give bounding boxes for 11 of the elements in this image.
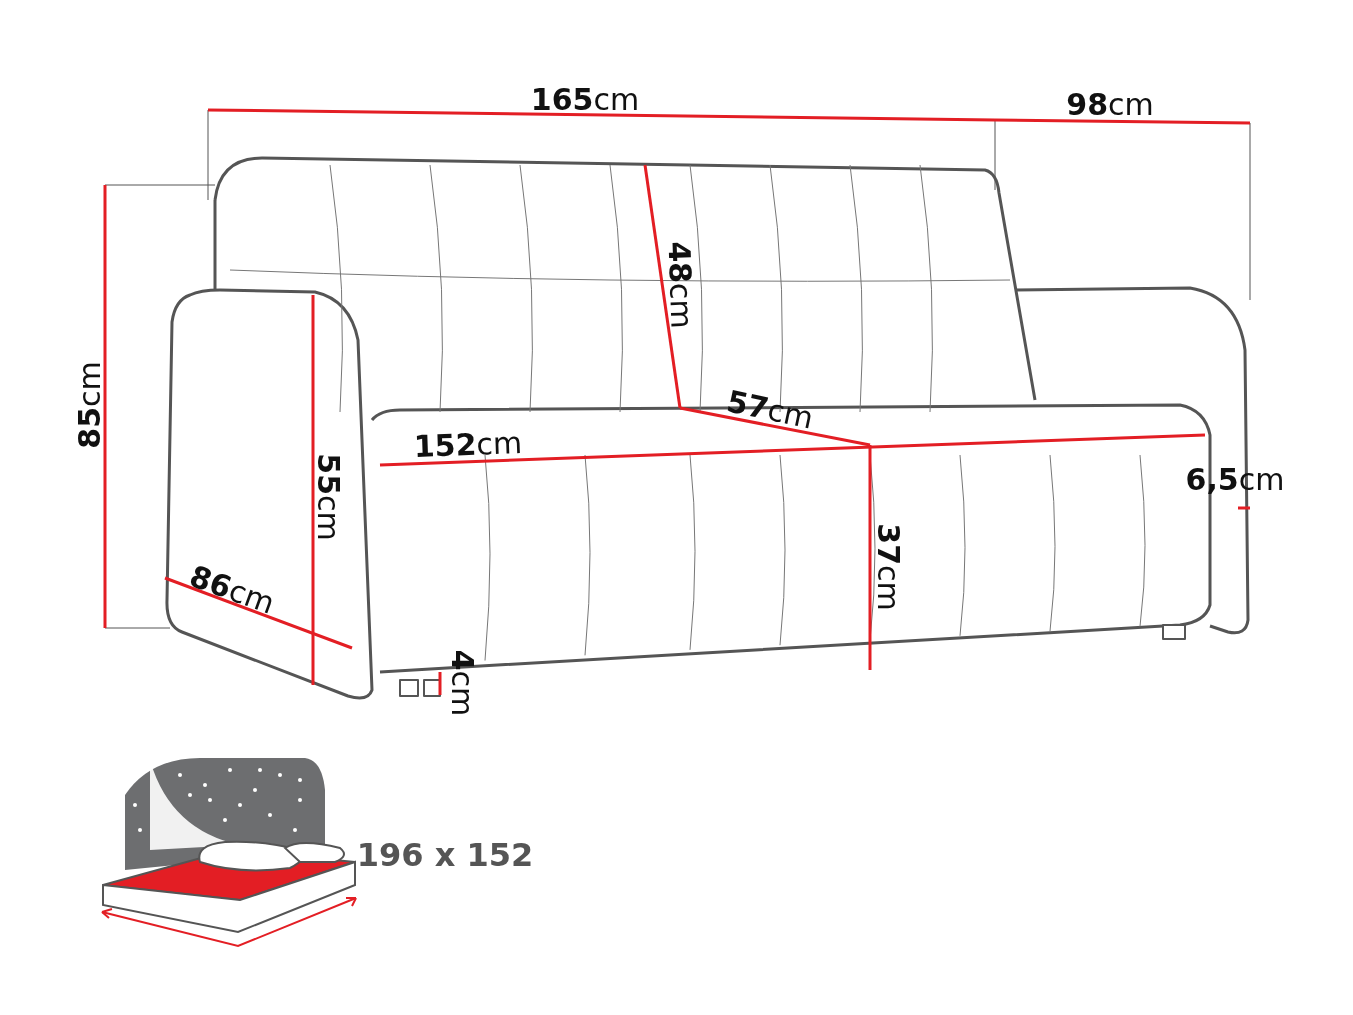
dimension-label: 165cm [530, 85, 640, 115]
dimension-label: 98cm [1066, 90, 1154, 120]
dimension-label: 86cm [185, 560, 279, 620]
dimension-label: 4cm [447, 649, 477, 717]
dimension-label: 152cm [413, 428, 523, 462]
dimension-label: 57cm [724, 386, 816, 434]
dimension-label: 55cm [313, 453, 343, 541]
bed-size-label: 196 x 152 [356, 839, 534, 871]
dimension-label: 48cm [663, 240, 697, 330]
dimension-label: 85cm [75, 361, 105, 449]
dimension-label: 37cm [873, 523, 903, 611]
